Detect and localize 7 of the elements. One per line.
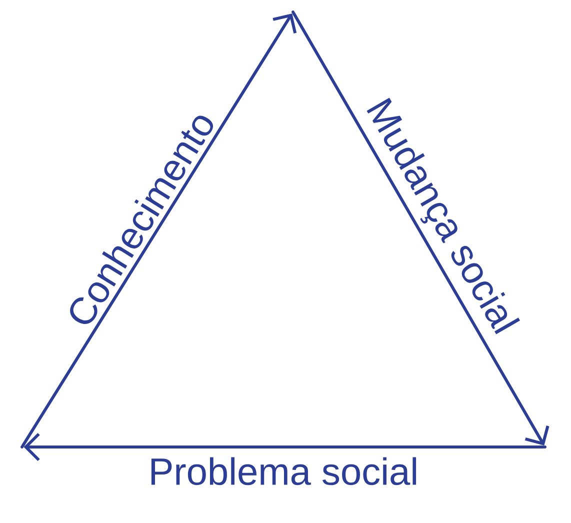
arrow (24, 432, 545, 462)
corner-point (20, 446, 24, 448)
arrow (292, 12, 550, 446)
corner-point (292, 10, 294, 14)
arrow (21, 13, 297, 448)
edge-label: Problema social (151, 457, 416, 486)
corner-point (544, 446, 546, 448)
